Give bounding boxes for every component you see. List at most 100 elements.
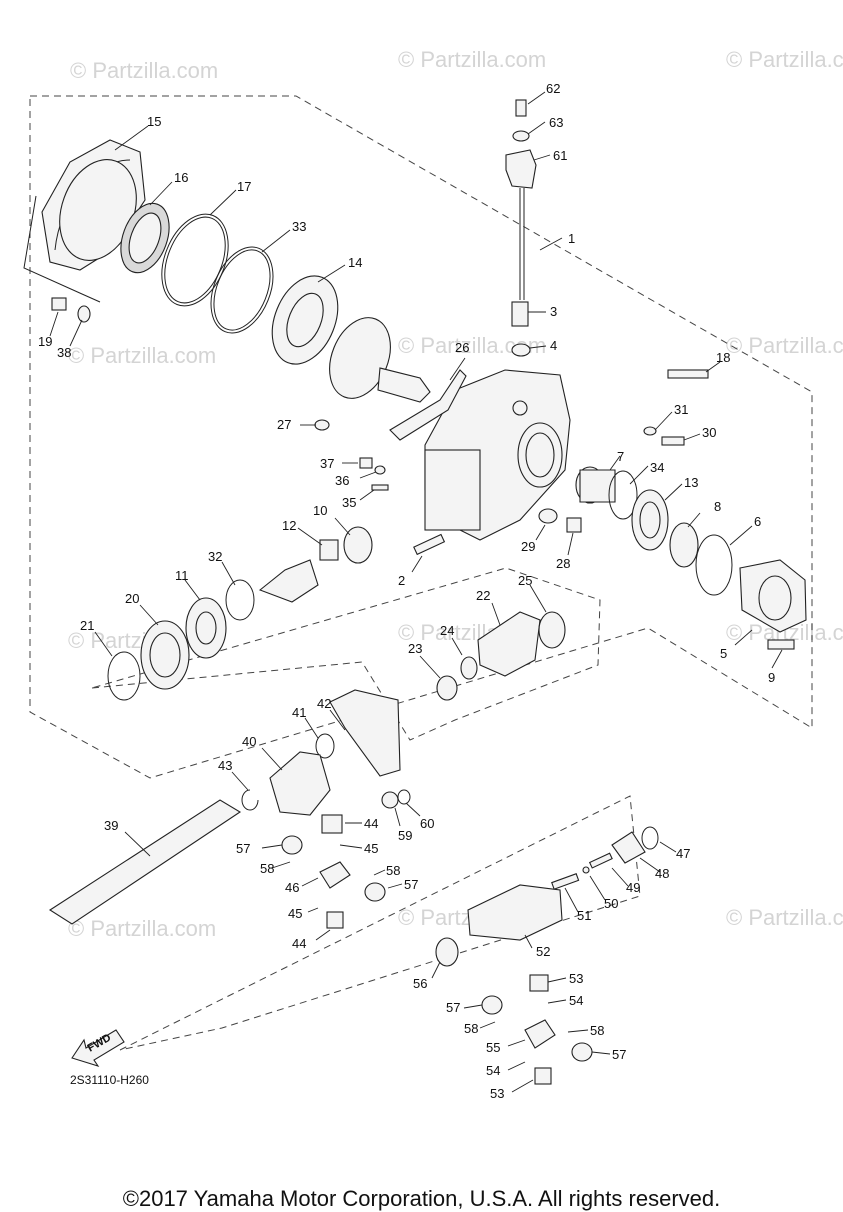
bolt-part-9 [767, 639, 795, 650]
callout-17: 17 [237, 179, 251, 194]
callout-41: 41 [292, 705, 306, 720]
callout-35: 35 [342, 495, 356, 510]
watermark: © Partzilla.com [68, 343, 216, 368]
bearing-part-13 [631, 489, 669, 551]
callout-57: 57 [612, 1047, 626, 1062]
watermark: © Partzilla.com [726, 47, 843, 72]
callout-56: 56 [413, 976, 427, 991]
retainer-part-26 [389, 369, 467, 441]
bearing-part-10 [343, 526, 373, 564]
oring-part-47 [641, 826, 659, 850]
callout-27: 27 [277, 417, 291, 432]
yoke-part-52 [467, 884, 563, 941]
callout-3: 3 [550, 304, 557, 319]
callout-32: 32 [208, 549, 222, 564]
callout-5: 5 [720, 646, 727, 661]
watermark: © Partzilla.com [726, 333, 843, 358]
callout-6: 6 [754, 514, 761, 529]
callout-31: 31 [674, 402, 688, 417]
seal-part-56 [435, 937, 459, 967]
callout-7: 7 [617, 449, 624, 464]
stud-part-2 [413, 533, 446, 556]
oring-part-6 [695, 534, 733, 596]
callout-49: 49 [626, 880, 640, 895]
nut-part-23 [436, 675, 458, 701]
callout-23: 23 [408, 641, 422, 656]
callout-62: 62 [546, 81, 560, 96]
callout-43: 43 [218, 758, 232, 773]
bearing-cup-part-57 [281, 835, 386, 902]
pin-part-35 [371, 484, 389, 491]
shaft-part-39 [48, 799, 242, 925]
callout-26: 26 [455, 340, 469, 355]
yoke-part-40 [269, 751, 331, 816]
callout-58: 58 [590, 1023, 604, 1038]
bolt-part-30 [661, 436, 685, 446]
oring-part-33 [210, 246, 274, 334]
washer-part-24 [460, 656, 478, 680]
callout-55: 55 [486, 1040, 500, 1055]
bearing-part-11 [185, 597, 227, 659]
callout-1: 1 [568, 231, 575, 246]
callout-22: 22 [476, 588, 490, 603]
callout-57: 57 [404, 877, 418, 892]
bearing-cup-part-44 [321, 814, 344, 929]
callout-14: 14 [348, 255, 362, 270]
bolt-part-18 [667, 369, 709, 379]
cover-part-15 [23, 139, 146, 303]
housing-part-1 [424, 369, 571, 541]
watermarks: © Partzilla.com © Partzilla.com © Partzi… [68, 47, 843, 941]
bolt-part-51 [551, 873, 580, 890]
callout-40: 40 [242, 734, 256, 749]
callout-61: 61 [553, 148, 567, 163]
plug-part-28 [566, 517, 582, 533]
oring-part-21 [107, 651, 141, 701]
callout-53: 53 [569, 971, 583, 986]
seal-part-16 [120, 202, 170, 274]
cross-part-55 [524, 1019, 556, 1049]
callout-44: 44 [364, 816, 378, 831]
callout-11: 11 [175, 568, 189, 583]
collar-part-48 [611, 831, 646, 864]
washer-part-60 [397, 789, 411, 805]
callout-21: 21 [80, 618, 94, 633]
callout-33: 33 [292, 219, 306, 234]
callout-16: 16 [174, 170, 188, 185]
callout-34: 34 [650, 460, 664, 475]
callout-28: 28 [556, 556, 570, 571]
bolt-part-19 [51, 297, 67, 311]
callout-8: 8 [714, 499, 721, 514]
fwd-arrow-icon: FWD [71, 1029, 125, 1067]
bearing-cup-part-53 [529, 974, 552, 1085]
cross-part-46 [319, 861, 351, 889]
callout-30: 30 [702, 425, 716, 440]
callout-38: 38 [57, 345, 71, 360]
callout-57: 57 [236, 841, 250, 856]
callout-24: 24 [440, 623, 454, 638]
pin-part-49 [588, 852, 613, 869]
seal-part-8 [669, 522, 699, 568]
callout-25: 25 [518, 573, 532, 588]
washer-part-36 [374, 465, 386, 475]
nut-part-20 [140, 620, 190, 690]
callout-9: 9 [768, 670, 775, 685]
leader-lines [49, 91, 783, 1093]
collar-part-7 [575, 466, 616, 504]
washer-part-31 [643, 426, 657, 436]
yoke-part-22 [477, 611, 541, 677]
callout-12: 12 [282, 518, 296, 533]
callout-45: 45 [288, 906, 302, 921]
watermark: © Partzilla.com [398, 47, 546, 72]
callout-54: 54 [569, 993, 583, 1008]
callout-29: 29 [521, 539, 535, 554]
oring-part-32 [225, 579, 255, 621]
ring-gear-part [329, 317, 431, 403]
callout-20: 20 [125, 591, 139, 606]
callout-2: 2 [398, 573, 405, 588]
callout-52: 52 [536, 944, 550, 959]
bolt-part-37 [359, 457, 373, 469]
callout-63: 63 [549, 115, 563, 130]
callout-4: 4 [550, 338, 557, 353]
callout-48: 48 [655, 866, 669, 881]
